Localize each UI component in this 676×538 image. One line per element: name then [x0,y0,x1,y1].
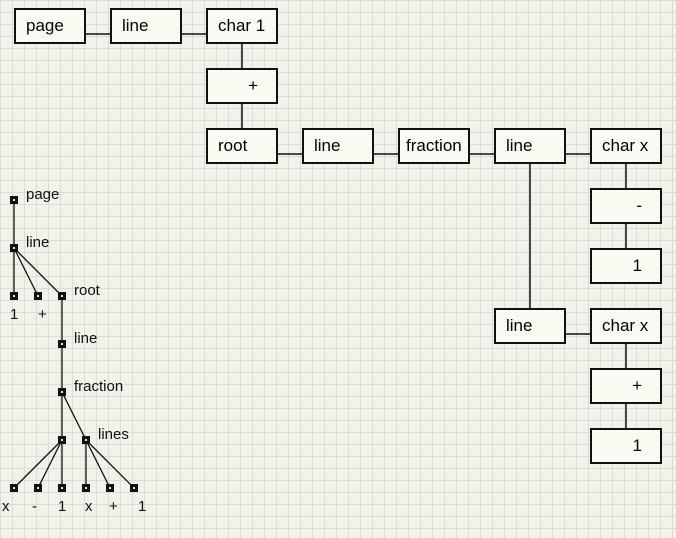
tree-label-leaf-1-2: 1 [138,498,147,515]
tree-node-lines[interactable] [82,436,90,444]
tree-label-leaf-x-1: x [2,498,10,515]
box-line-2[interactable]: line [302,128,374,164]
box-minus[interactable]: - [590,188,662,224]
box-line-1[interactable]: line [110,8,182,44]
tree-label-fraction: fraction [74,378,124,395]
tree-node-leaf-1[interactable] [10,292,18,300]
box-char-x-2[interactable]: char x [590,308,662,344]
box-fraction[interactable]: fraction [398,128,470,164]
box-one-1[interactable]: 1 [590,248,662,284]
tree-node-page[interactable] [10,196,18,204]
tree-label-leaf-x-2: x [85,498,93,515]
tree-label-root: root [74,282,100,299]
tree-label-line-2: line [74,330,98,347]
box-root[interactable]: root [206,128,278,164]
tree-label-leaf-plus: + [38,306,47,323]
tree-node-numerator[interactable] [58,436,66,444]
tree-node-line-2[interactable] [58,340,66,348]
tree-node-leaf-x-1[interactable] [10,484,18,492]
tree-label-leaf-1: 1 [10,306,19,323]
tree-node-leaf-plus[interactable] [34,292,42,300]
box-page[interactable]: page [14,8,86,44]
box-line-4[interactable]: line [494,308,566,344]
tree-node-leaf-minus[interactable] [34,484,42,492]
tree-node-root[interactable] [58,292,66,300]
box-plus-1[interactable]: + [206,68,278,104]
tree-label-leaf-minus: - [32,498,37,515]
tree-label-line: line [26,234,50,251]
tree-node-fraction[interactable] [58,388,66,396]
box-char-x-1[interactable]: char x [590,128,662,164]
tree-node-leaf-1-1[interactable] [58,484,66,492]
tree-node-leaf-plus-2[interactable] [106,484,114,492]
tree-label-leaf-plus-2: + [109,498,118,515]
tree-node-line[interactable] [10,244,18,252]
box-line-3[interactable]: line [494,128,566,164]
tree-label-leaf-1-1: 1 [58,498,67,515]
tree-label-lines: lines [98,426,129,443]
box-one-2[interactable]: 1 [590,428,662,464]
tree-label-page: page [26,186,60,203]
box-plus-2[interactable]: + [590,368,662,404]
box-char-1[interactable]: char 1 [206,8,278,44]
tree-node-leaf-x-2[interactable] [82,484,90,492]
tree-node-leaf-1-2[interactable] [130,484,138,492]
